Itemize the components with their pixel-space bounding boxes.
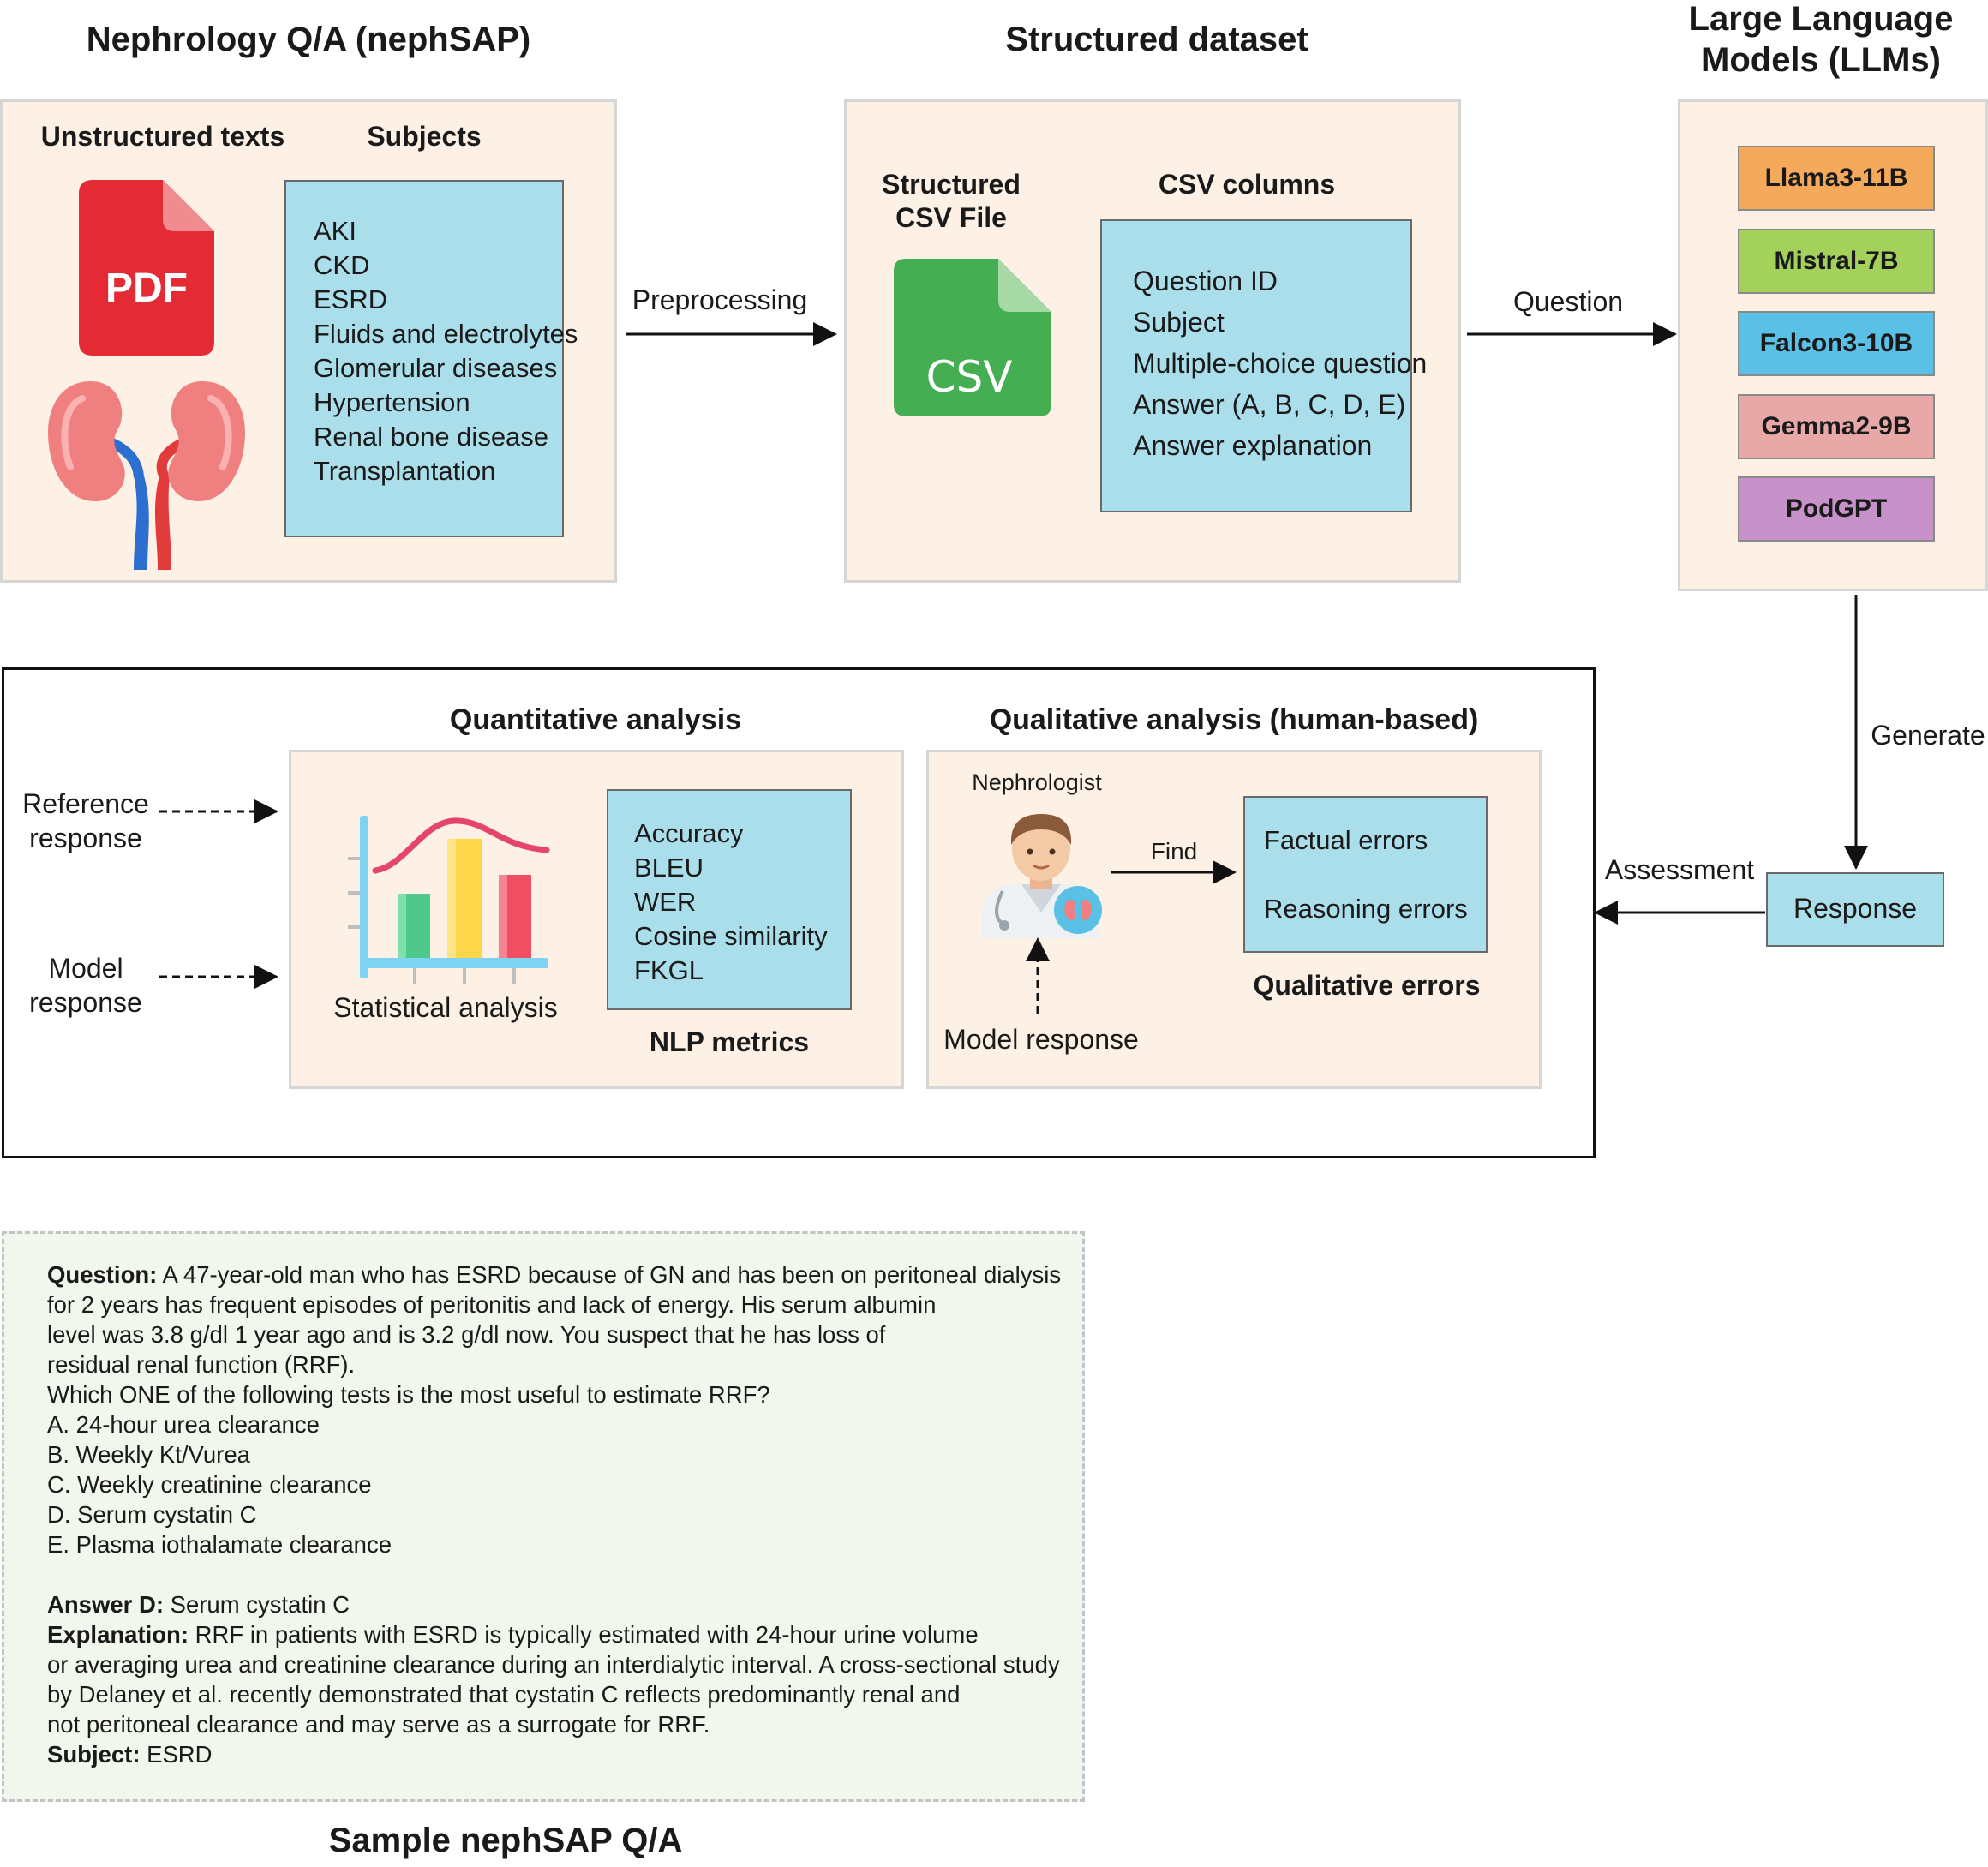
- csv-column-item: Answer (A, B, C, D, E): [1133, 389, 1406, 420]
- llms-title-line1: Large Language: [1688, 0, 1954, 38]
- question-line: Which ONE of the following tests is the …: [47, 1381, 770, 1408]
- csv-column-item: Subject: [1133, 307, 1225, 338]
- reasoning-errors-item: Reasoning errors: [1264, 894, 1468, 924]
- subject-item: Fluids and electrolytes: [314, 319, 578, 349]
- explanation-label: Explanation:: [47, 1621, 189, 1648]
- model-response-input-line1: Model: [48, 953, 123, 984]
- subject-line: Subject: ESRD: [47, 1739, 1082, 1769]
- option-item: A. 24-hour urea clearance: [47, 1411, 320, 1438]
- dataset-title: Structured dataset: [1005, 21, 1308, 58]
- subject-value: ESRD: [140, 1741, 213, 1768]
- nlp-metric-item: WER: [634, 887, 697, 917]
- csv-file-label: Structured CSV File: [865, 168, 1037, 235]
- nlp-metric-item: Accuracy: [634, 818, 744, 848]
- question-line: Question: A 47-year-old man who has ESRD…: [47, 1260, 1082, 1290]
- nlp-metrics-list: Accuracy BLEU WER Cosine similarity FKGL: [607, 789, 852, 1010]
- statistical-analysis-label: Statistical analysis: [333, 992, 558, 1023]
- model-response-input-line2: response: [29, 987, 142, 1018]
- sample-qa-box: Question: A 47-year-old man who has ESRD…: [2, 1231, 1085, 1802]
- sample-title: Sample nephSAP Q/A: [328, 1822, 683, 1859]
- question-text: A 47-year-old man who has ESRD because o…: [157, 1261, 1062, 1288]
- model-response-input-label: Model response: [9, 951, 163, 1020]
- nlp-metrics-label: NLP metrics: [649, 1026, 810, 1057]
- option-item: B. Weekly Kt/Vurea: [47, 1441, 250, 1468]
- answer-label: Answer D:: [47, 1591, 164, 1618]
- model-falcon: Falcon3-10B: [1738, 311, 1935, 376]
- preprocessing-label: Preprocessing: [632, 284, 808, 315]
- nlp-metric-item: FKGL: [634, 955, 704, 985]
- option-item: D. Serum cystatin C: [47, 1501, 257, 1528]
- model-response-label: Model response: [943, 1024, 1139, 1055]
- question-label: Question:: [47, 1261, 158, 1288]
- model-llama: Llama3-11B: [1738, 146, 1935, 211]
- nlp-metric-item: BLEU: [634, 853, 704, 883]
- subject-item: CKD: [314, 250, 370, 280]
- pdf-icon-text: PDF: [105, 266, 188, 311]
- csv-file-label-line1: Structured: [882, 169, 1021, 200]
- factual-errors-item: Factual errors: [1264, 825, 1428, 855]
- model-mistral: Mistral-7B: [1738, 229, 1935, 294]
- question-line: for 2 years has frequent episodes of per…: [47, 1291, 937, 1318]
- find-label: Find: [1150, 838, 1198, 865]
- statistical-chart-icon: [348, 816, 550, 984]
- explanation-line: or averaging urea and creatinine clearan…: [47, 1651, 1060, 1678]
- answer-value: Serum cystatin C: [164, 1591, 350, 1618]
- question-line: residual renal function (RRF).: [47, 1351, 356, 1378]
- nephrologist-icon: [982, 814, 1102, 938]
- subject-item: AKI: [314, 216, 356, 246]
- pdf-icon: PDF: [79, 180, 214, 356]
- nephrologist-label: Nephrologist: [972, 769, 1102, 795]
- explanation-line: not peritoneal clearance and may serve a…: [47, 1711, 710, 1738]
- explanation-line: by Delaney et al. recently demonstrated …: [47, 1681, 961, 1708]
- explanation-line: Explanation: RRF in patients with ESRD i…: [47, 1619, 1082, 1649]
- llms-title: Large Language Models (LLMs): [1637, 0, 1988, 81]
- subjects-list: AKI CKD ESRD Fluids and electrolytes Glo…: [284, 180, 578, 537]
- model-gemma: Gemma2-9B: [1738, 394, 1935, 459]
- model-podgpt: PodGPT: [1738, 476, 1935, 542]
- reference-response-label: Reference response: [9, 787, 163, 855]
- option-item: C. Weekly creatinine clearance: [47, 1471, 372, 1498]
- generate-label: Generate: [1871, 720, 1985, 751]
- csv-file-label-line2: CSV File: [895, 202, 1007, 234]
- nephrology-title: Nephrology Q/A (nephSAP): [86, 21, 531, 58]
- question-line: level was 3.8 g/dl 1 year ago and is 3.2…: [47, 1321, 886, 1348]
- unstructured-texts-label: Unstructured texts: [40, 121, 285, 152]
- question-label: Question: [1512, 286, 1624, 317]
- subject-item: Transplantation: [314, 456, 496, 486]
- csv-columns-list: Question ID Subject Multiple-choice ques…: [1100, 219, 1428, 512]
- option-item: E. Plasma iothalamate clearance: [47, 1531, 392, 1558]
- quantitative-title: Quantitative analysis: [449, 703, 742, 736]
- subject-item: Hypertension: [314, 387, 470, 417]
- assessment-label: Assessment: [1604, 854, 1755, 885]
- csv-icon: CSV: [894, 259, 1051, 416]
- llms-title-line2: Models (LLMs): [1701, 41, 1941, 79]
- csv-column-item: Answer explanation: [1133, 430, 1373, 461]
- subject-item: ESRD: [314, 284, 388, 314]
- subject-item: Renal bone disease: [314, 422, 549, 452]
- csv-icon-text: CSV: [926, 352, 1013, 402]
- qualitative-errors-label: Qualitative errors: [1253, 970, 1481, 1001]
- kidney-icon: [48, 381, 245, 570]
- answer-line: Answer D: Serum cystatin C: [47, 1589, 1082, 1619]
- reference-response-line1: Reference: [22, 788, 149, 819]
- qualitative-title: Qualitative analysis (human-based): [989, 703, 1479, 736]
- errors-box: Factual errors Reasoning errors: [1243, 796, 1488, 953]
- csv-column-item: Multiple-choice question: [1133, 348, 1428, 379]
- explanation-text: RRF in patients with ESRD is typically e…: [189, 1621, 979, 1648]
- csv-column-item: Question ID: [1133, 266, 1278, 296]
- nlp-metric-item: Cosine similarity: [634, 921, 828, 951]
- subject-label: Subject:: [47, 1741, 141, 1768]
- csv-columns-label: CSV columns: [1158, 169, 1336, 200]
- subjects-label: Subjects: [367, 121, 482, 152]
- reference-response-line2: response: [29, 823, 142, 853]
- subject-item: Glomerular diseases: [314, 353, 558, 383]
- response-box: Response: [1766, 872, 1944, 947]
